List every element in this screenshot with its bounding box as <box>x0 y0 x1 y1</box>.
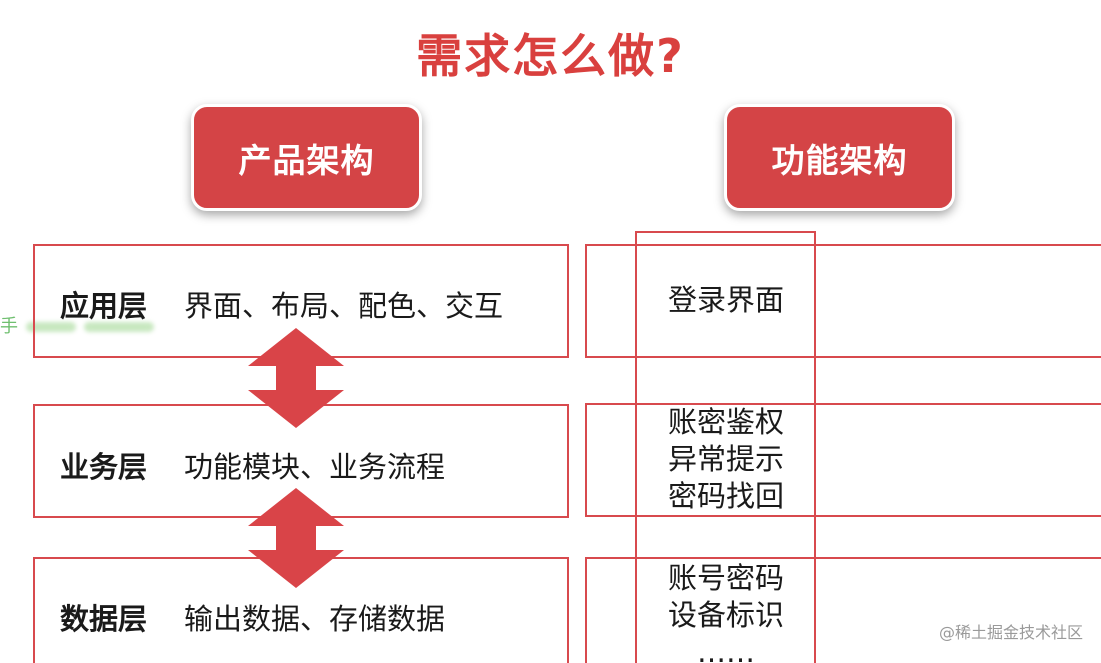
layer-row-data: 数据层 输出数据、存储数据 <box>60 596 445 638</box>
function-architecture-header: 功能架构 <box>724 104 955 211</box>
product-architecture-label: 产品架构 <box>238 140 375 180</box>
function-item: …… <box>697 635 755 663</box>
blurred-fragment: 手 <box>0 312 160 342</box>
function-architecture-label: 功能架构 <box>771 140 908 180</box>
double-arrow-icon <box>248 488 344 588</box>
function-group-2: 账密鉴权 异常提示 密码找回 <box>640 404 812 515</box>
blur-bar <box>26 322 76 332</box>
function-item: 密码找回 <box>667 479 784 513</box>
function-box-1 <box>585 244 1101 358</box>
layer-name: 数据层 <box>60 602 148 636</box>
page-title: 需求怎么做? <box>416 29 685 83</box>
layer-name: 业务层 <box>60 450 148 484</box>
watermark: @稀土掘金技术社区 <box>938 623 1083 642</box>
layer-description: 功能模块、业务流程 <box>184 450 446 484</box>
blur-bar <box>84 322 154 332</box>
layer-description: 界面、布局、配色、交互 <box>184 289 504 323</box>
function-group-3: 账号密码 设备标识 …… <box>640 560 812 663</box>
layer-description: 输出数据、存储数据 <box>184 602 446 636</box>
layer-name: 应用层 <box>60 289 148 323</box>
function-column-highlight <box>635 231 816 663</box>
function-box-3 <box>585 557 1101 663</box>
layer-row-business: 业务层 功能模块、业务流程 <box>60 444 445 486</box>
function-item: 登录界面 <box>667 283 784 317</box>
function-item: 异常提示 <box>667 442 784 476</box>
function-item: 账号密码 <box>667 561 784 595</box>
double-arrow-icon <box>248 328 344 428</box>
function-group-1: 登录界面 <box>640 282 812 319</box>
layer-row-application: 应用层 界面、布局、配色、交互 <box>60 283 503 325</box>
fragment-glyph-icon: 手 <box>0 316 18 337</box>
function-box-2 <box>585 403 1101 517</box>
function-item: 设备标识 <box>667 598 784 632</box>
function-item: 账密鉴权 <box>667 405 784 439</box>
product-architecture-header: 产品架构 <box>191 104 422 211</box>
